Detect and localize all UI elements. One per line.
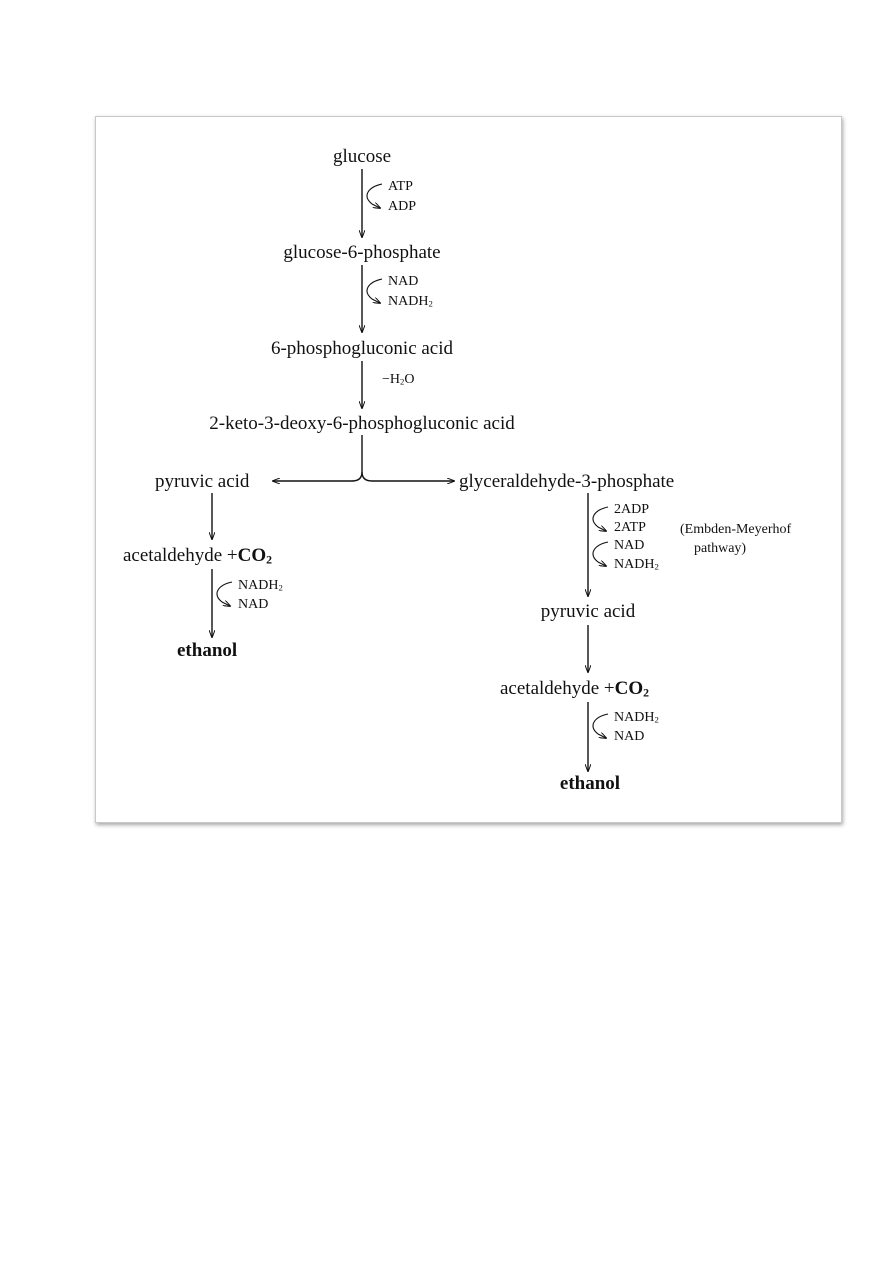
acetaldehyde-left: acetaldehyde [123, 545, 223, 566]
node-ethanol-left: ethanol [177, 640, 238, 661]
cofactor-minus-water: −H2O [382, 372, 415, 387]
cofactor-nadh2-left: NADH2 [238, 578, 283, 593]
cofactor-nad-right: NAD [614, 729, 645, 744]
cofactor-nadh2-right: NADH2 [614, 710, 659, 725]
cofactor-nad-left: NAD [238, 597, 269, 612]
co2-left: CO2 [237, 545, 273, 567]
node-pyruvic-acid-left: pyruvic acid [155, 471, 250, 492]
note-embden-meyerhof-line2: pathway) [694, 541, 747, 556]
curve-nadh-nad-left [216, 581, 232, 606]
plus-sign-left: + [226, 545, 238, 566]
cofactor-adp: ADP [388, 199, 417, 214]
plus-sign-right: + [603, 678, 615, 699]
acetaldehyde-right: acetaldehyde [500, 678, 600, 699]
node-glucose-6-phosphate: glucose-6-phosphate [283, 242, 441, 263]
split-stem [351, 435, 363, 482]
pathway-arrows [96, 169, 841, 822]
curve-nad-nadh-1 [366, 278, 382, 303]
diagram-frame: glucose glucose-6-phosphate 6-phosphoglu… [95, 116, 842, 823]
note-embden-meyerhof-line1: (Embden-Meyerhof [680, 522, 792, 537]
node-pyruvic-acid-right: pyruvic acid [540, 601, 636, 622]
co2-right: CO2 [614, 678, 650, 700]
cofactor-atp: ATP [388, 179, 413, 194]
curve-atp-adp [366, 183, 382, 208]
node-acetaldehyde-co2-right: acetaldehyde +CO2 [500, 678, 650, 700]
cofactor-nad-1: NAD [388, 274, 419, 289]
node-ethanol-right: ethanol [559, 773, 621, 794]
node-2-keto-3-deoxy-6-phosphogluconic-acid: 2-keto-3-deoxy-6-phosphogluconic acid [209, 413, 515, 434]
node-acetaldehyde-co2-left: acetaldehyde +CO2 [123, 545, 273, 567]
curve-nadh-nad-right [592, 713, 608, 738]
cofactor-nad-2: NAD [614, 538, 645, 553]
cofactor-nadh2-1: NADH2 [388, 294, 433, 309]
curve-2adp-2atp [592, 506, 608, 531]
cofactor-nadh2-2: NADH2 [614, 557, 659, 572]
node-6-phosphogluconic-acid: 6-phosphogluconic acid [270, 338, 454, 359]
cofactor-2atp: 2ATP [614, 520, 646, 535]
cofactor-2adp: 2ADP [614, 502, 650, 517]
node-glyceraldehyde-3-phosphate: glyceraldehyde-3-phosphate [459, 471, 675, 492]
curve-nad-nadh-2 [592, 541, 608, 566]
node-glucose: glucose [332, 146, 392, 167]
